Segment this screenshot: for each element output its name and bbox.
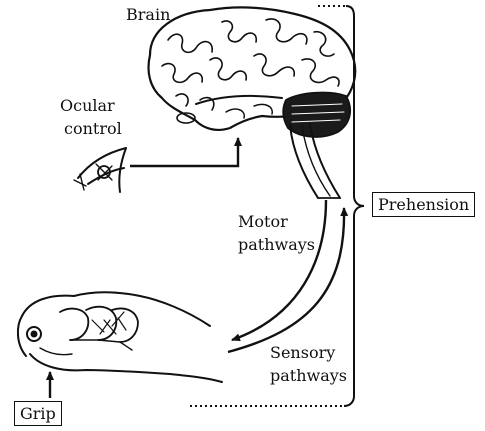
sensory-pathways-label-line1: Sensory — [270, 343, 335, 362]
grip-box: Grip — [14, 401, 62, 426]
motor-pathways-label-line2: pathways — [238, 235, 315, 254]
eye-icon — [74, 148, 126, 192]
brain-illustration-icon — [149, 7, 356, 198]
motor-pathways-label-line1: Motor — [238, 212, 288, 231]
brain-label: Brain — [126, 5, 170, 24]
prehension-box: Prehension — [372, 192, 475, 217]
hand-illustration-icon — [18, 292, 222, 382]
ocular-control-label-line2: control — [64, 119, 122, 138]
sensory-pathways-label-line2: pathways — [270, 366, 347, 385]
ocular-control-arrow — [130, 138, 238, 166]
ocular-control-label-line1: Ocular — [60, 96, 115, 115]
